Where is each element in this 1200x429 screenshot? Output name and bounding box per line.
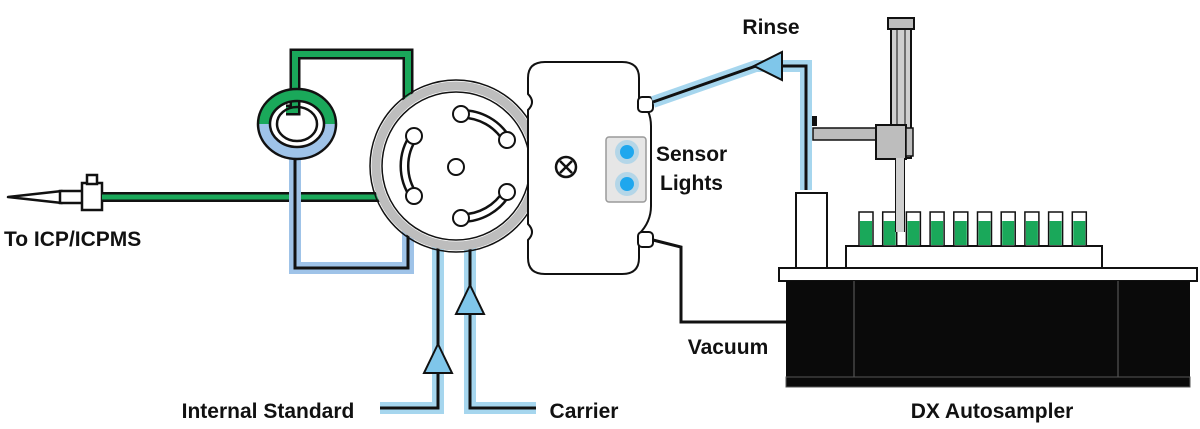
probe-arm-icon [812, 17, 915, 232]
to-icp-label: To ICP/ICPMS [4, 228, 141, 251]
vial-icon [929, 211, 945, 247]
autosampler-label: DX Autosampler [911, 400, 1074, 423]
sensor-label-line2: Lights [660, 172, 723, 195]
sensor-label-line1: Sensor [656, 143, 727, 166]
vacuum-label: Vacuum [688, 336, 769, 359]
vial-icon [976, 211, 993, 247]
autosampler-icon [778, 192, 1198, 388]
rotary-valve-icon [369, 79, 543, 253]
vial-icon [1047, 211, 1064, 247]
carrier-label: Carrier [550, 400, 619, 423]
vial-icon [1000, 211, 1016, 247]
fitting-icon [637, 96, 654, 248]
valve-actuator-body [527, 61, 652, 275]
vial-icon [1071, 211, 1088, 247]
vial-icon [1024, 211, 1040, 247]
sample-loop-icon [256, 87, 338, 161]
vacuum-line [652, 238, 790, 324]
rinse-label: Rinse [742, 16, 799, 39]
loop-lower-line [289, 150, 414, 274]
loop-upper-line [286, 48, 414, 116]
vial-rack [858, 211, 1088, 247]
vial-icon [905, 211, 922, 247]
vial-icon [881, 211, 898, 247]
vial-icon [858, 211, 874, 247]
nebulizer-icon [6, 173, 104, 212]
sensor-light-panel [605, 136, 647, 203]
vial-icon [953, 211, 969, 247]
rinse-line [651, 50, 812, 190]
carrier-line [464, 240, 536, 414]
internal-standard-label: Internal Standard [182, 400, 355, 423]
internal-standard-line [380, 240, 444, 414]
check-valve-icon [422, 282, 486, 374]
